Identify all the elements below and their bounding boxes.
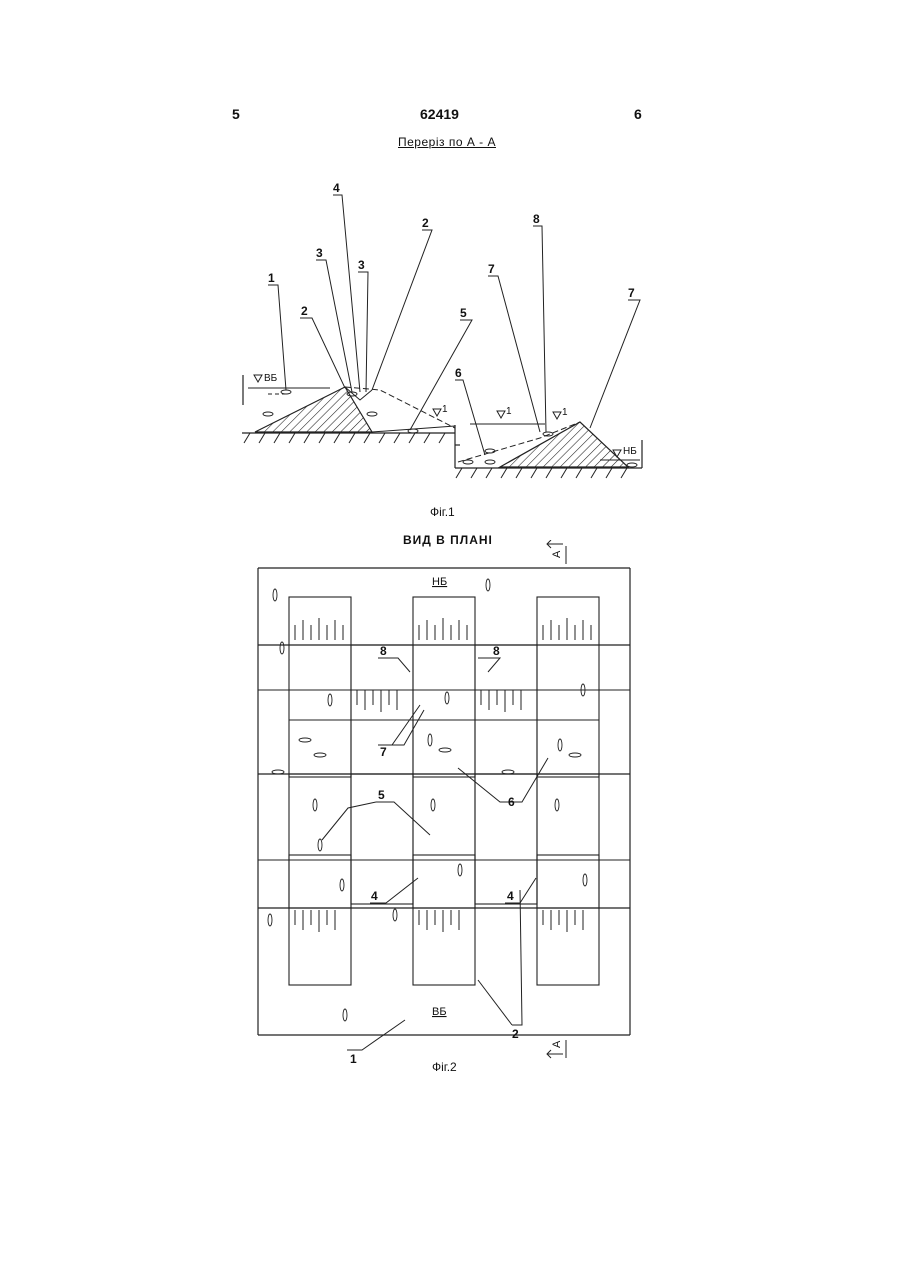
label-2b: 2 [422, 216, 429, 230]
label-8: 8 [533, 212, 540, 226]
label-1: 1 [268, 271, 275, 285]
label-3b: 3 [358, 258, 365, 272]
label-2a: 2 [301, 304, 308, 318]
plan-label-6: 6 [508, 795, 515, 809]
plan-label-4a: 4 [371, 889, 378, 903]
figure-2-caption: Фіг.2 [432, 1060, 457, 1074]
figure-1-caption: Фіг.1 [430, 505, 455, 519]
level-mid-label-1: 1 [442, 404, 448, 415]
plan-label-8b: 8 [493, 644, 500, 658]
left-water [248, 388, 330, 394]
section-mark-top: А [551, 550, 563, 558]
label-6: 6 [455, 366, 462, 380]
weir-ticks [295, 618, 591, 932]
zone-top-label: НБ [432, 576, 447, 588]
plan-label-5: 5 [378, 788, 385, 802]
level-downstream-label: НБ [623, 446, 637, 457]
plan-label-1: 1 [350, 1052, 357, 1066]
level-mid-label-2: 1 [506, 406, 512, 417]
plan-label-8a: 8 [380, 644, 387, 658]
plan-label-4b: 4 [507, 889, 514, 903]
right-ground-hatch [456, 468, 627, 478]
label-7a: 7 [488, 262, 495, 276]
plan-label-7: 7 [380, 745, 387, 759]
level-mid-label-3: 1 [562, 407, 568, 418]
left-dam [255, 387, 372, 432]
left-ground-hatch [244, 433, 445, 443]
label-5: 5 [460, 306, 467, 320]
plan-cells [258, 597, 630, 985]
label-7b: 7 [628, 286, 635, 300]
figure-2-plan-drawing: А А [0, 540, 900, 1080]
label-3a: 3 [316, 246, 323, 260]
level-upstream-label: ВБ [264, 373, 278, 384]
zone-bottom-label: ВБ [432, 1006, 447, 1018]
section-mark-bottom: А [551, 1040, 563, 1048]
plan-leader-lines [322, 658, 548, 1050]
label-4: 4 [333, 181, 340, 195]
figure-1-section-drawing: ВБ 1 1 1 НБ 1 2 3 4 3 2 5 6 7 8 7 [0, 0, 900, 520]
plan-boundary [258, 568, 630, 1035]
plan-label-2: 2 [512, 1027, 519, 1041]
